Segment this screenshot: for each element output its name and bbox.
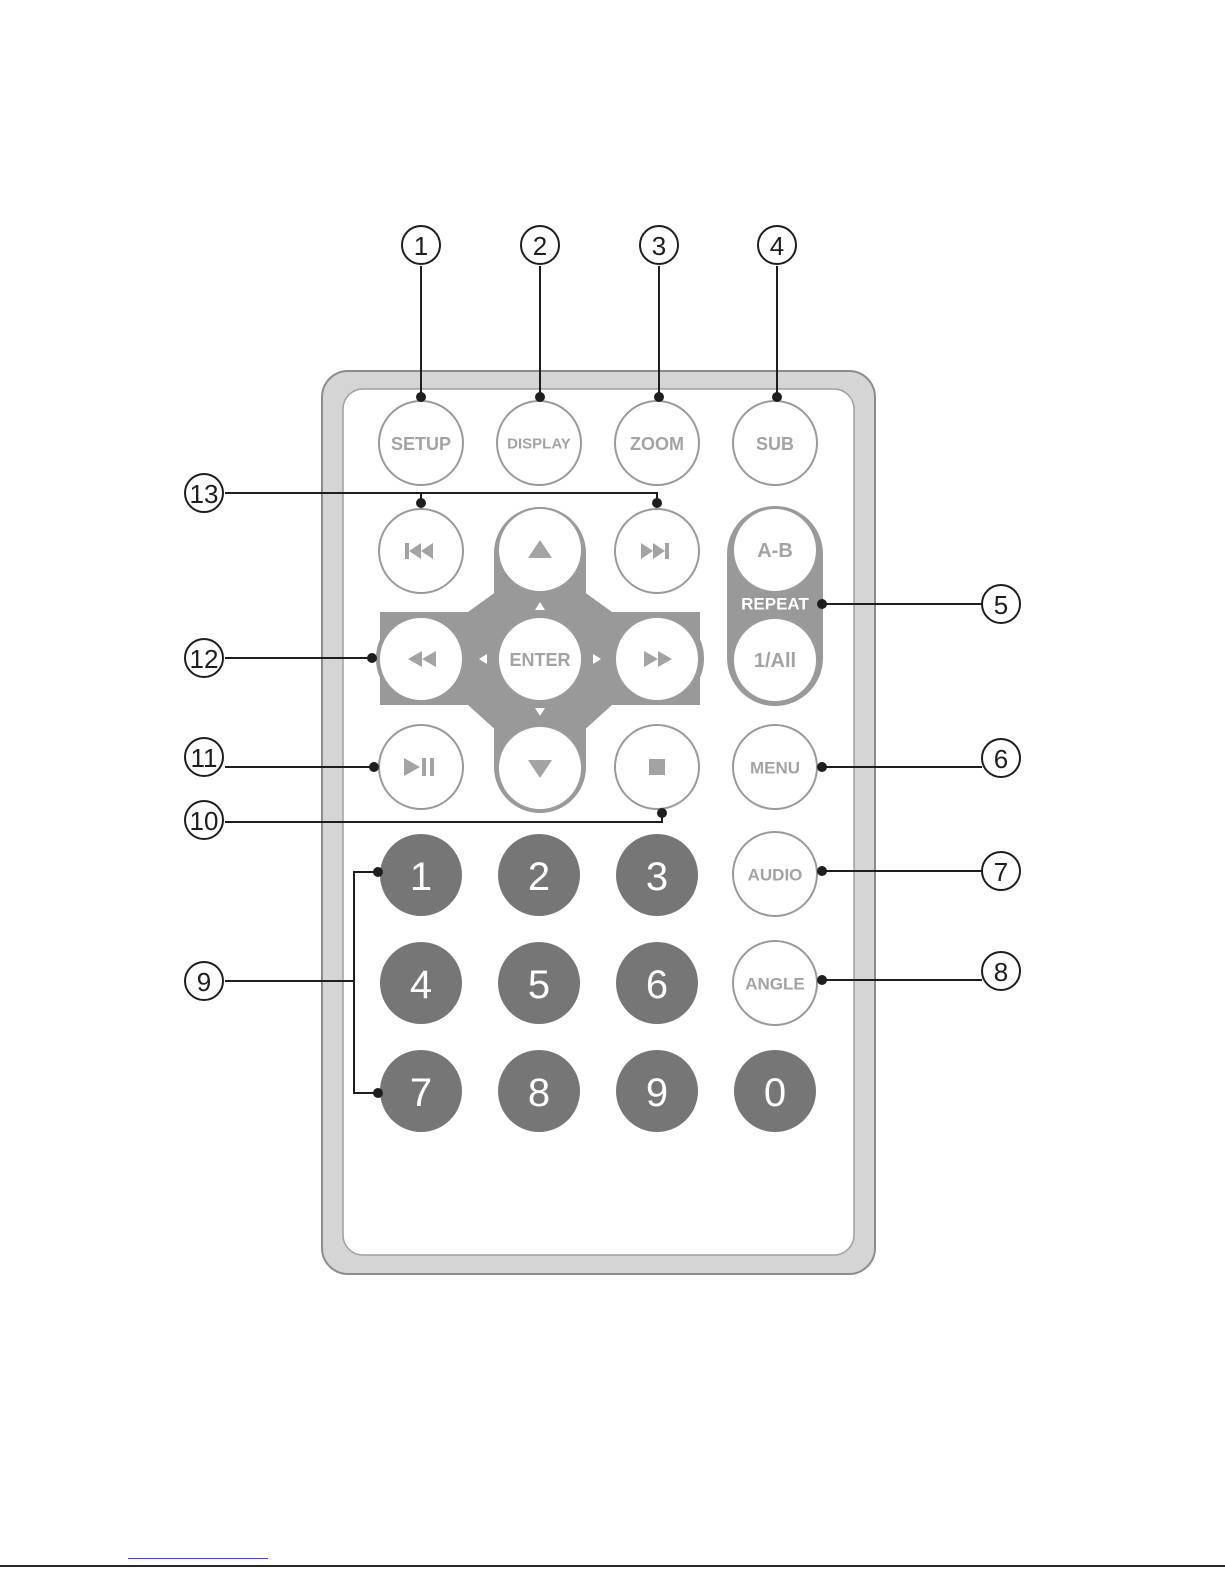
callout-number: 5 — [994, 590, 1008, 620]
number-button-8[interactable]: 8 — [498, 1050, 580, 1132]
callout-number: 2 — [533, 231, 547, 261]
callout-number: 7 — [994, 857, 1008, 887]
number-label: 0 — [764, 1071, 786, 1115]
enter-label: ENTER — [509, 650, 570, 670]
number-label: 2 — [528, 855, 550, 899]
callout-10: 10 — [185, 801, 223, 839]
zoom-label: ZOOM — [630, 434, 684, 454]
audio-button[interactable]: AUDIO — [733, 832, 817, 916]
callout-number: 9 — [197, 967, 211, 997]
callout-7: 7 — [982, 852, 1020, 890]
callout-number: 4 — [770, 231, 784, 261]
callout-9: 9 — [185, 962, 223, 1000]
callout-number: 13 — [190, 479, 219, 509]
footer-rule — [0, 1565, 1225, 1567]
callout-1: 1 — [402, 226, 440, 264]
callout-6: 6 — [982, 739, 1020, 777]
repeat-all-label: 1/All — [754, 650, 796, 672]
number-button-1[interactable]: 1 — [380, 834, 462, 916]
up-button[interactable] — [498, 508, 582, 592]
callout-12: 12 — [185, 639, 223, 677]
callout-number: 12 — [190, 644, 219, 674]
audio-label: AUDIO — [748, 866, 803, 885]
enter-button[interactable]: ENTER — [498, 617, 582, 701]
callout-8: 8 — [982, 952, 1020, 990]
display-button[interactable]: DISPLAY — [497, 401, 581, 485]
previous-button[interactable] — [379, 509, 463, 593]
callout-number: 10 — [190, 806, 219, 836]
callout-4: 4 — [758, 226, 796, 264]
callout-11: 11 — [185, 738, 223, 776]
stop-icon — [649, 759, 665, 775]
repeat-all-button[interactable]: 1/All — [733, 618, 817, 702]
callout-number: 1 — [414, 231, 428, 261]
number-label: 4 — [410, 963, 432, 1007]
number-button-9[interactable]: 9 — [616, 1050, 698, 1132]
callout-3: 3 — [640, 226, 678, 264]
number-label: 5 — [528, 963, 550, 1007]
setup-label: SETUP — [391, 434, 451, 454]
a-b-label: A-B — [757, 540, 793, 562]
menu-label: MENU — [750, 759, 800, 778]
footer-link-underline[interactable] — [128, 1558, 268, 1559]
angle-label: ANGLE — [745, 975, 805, 994]
a-b-button[interactable]: A-B — [733, 508, 817, 592]
play-pause-button[interactable] — [379, 725, 463, 809]
number-button-4[interactable]: 4 — [380, 942, 462, 1024]
callout-2: 2 — [521, 226, 559, 264]
number-button-2[interactable]: 2 — [498, 834, 580, 916]
number-label: 9 — [646, 1071, 668, 1115]
number-label: 3 — [646, 855, 668, 899]
number-button-3[interactable]: 3 — [616, 834, 698, 916]
zoom-button[interactable]: ZOOM — [615, 401, 699, 485]
number-label: 6 — [646, 963, 668, 1007]
repeat-label: REPEAT — [741, 595, 809, 614]
number-label: 8 — [528, 1071, 550, 1115]
callout-5: 5 — [982, 585, 1020, 623]
next-button[interactable] — [615, 509, 699, 593]
display-label: DISPLAY — [507, 436, 571, 453]
number-label: 7 — [410, 1071, 432, 1115]
number-button-0[interactable]: 0 — [734, 1050, 816, 1132]
callout-number: 3 — [652, 231, 666, 261]
sub-button[interactable]: SUB — [733, 401, 817, 485]
down-button[interactable] — [498, 726, 582, 810]
stop-button[interactable] — [615, 725, 699, 809]
rewind-button[interactable] — [379, 617, 463, 701]
sub-label: SUB — [756, 434, 794, 454]
callout-13: 13 — [185, 474, 223, 512]
fast-forward-button[interactable] — [615, 617, 699, 701]
callout-number: 8 — [994, 957, 1008, 987]
menu-button[interactable]: MENU — [733, 725, 817, 809]
angle-button[interactable]: ANGLE — [733, 941, 817, 1025]
number-label: 1 — [410, 855, 432, 899]
number-button-6[interactable]: 6 — [616, 942, 698, 1024]
number-button-7[interactable]: 7 — [380, 1050, 462, 1132]
number-button-5[interactable]: 5 — [498, 942, 580, 1024]
setup-button[interactable]: SETUP — [379, 401, 463, 485]
callout-number: 11 — [191, 743, 218, 773]
callout-number: 6 — [994, 744, 1008, 774]
